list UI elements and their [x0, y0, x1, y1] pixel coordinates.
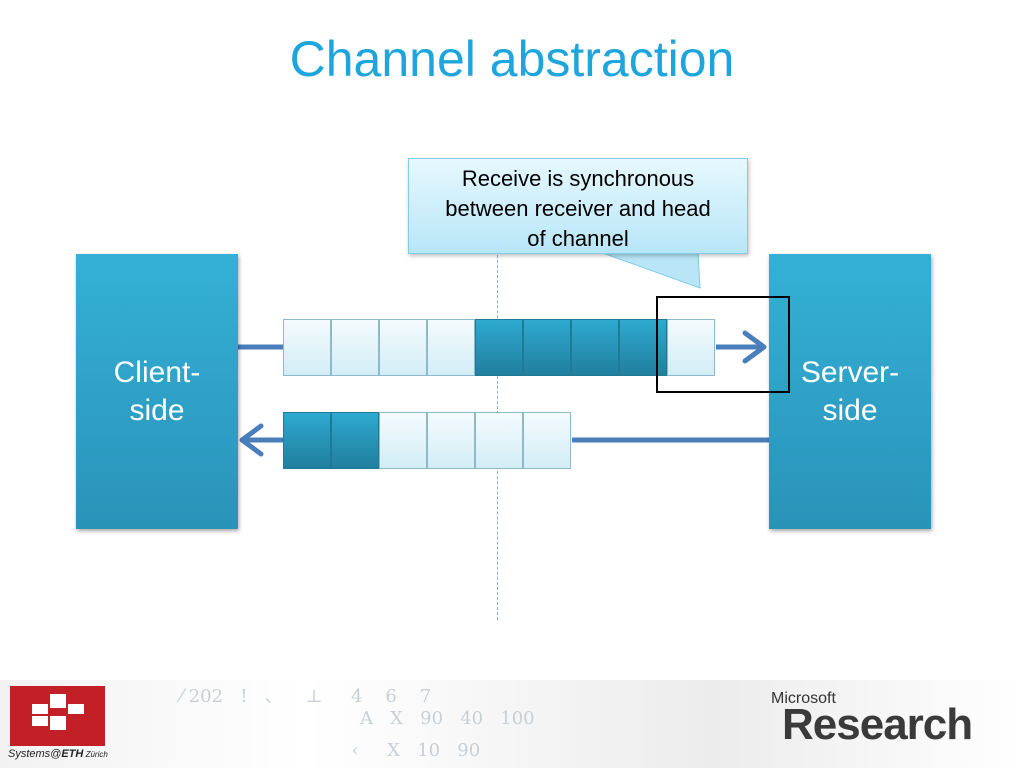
queue-to-server [283, 319, 715, 376]
eth-label-suffix: Zürich [83, 750, 108, 759]
callout-line3: of channel [527, 226, 629, 251]
microsoft-label: Microsoft [771, 690, 836, 707]
queue-to-client-slot-empty [379, 412, 427, 469]
top-arrowhead [742, 330, 767, 364]
queue-to-client-slot-full [283, 412, 331, 469]
queue-to-server-slot-empty [331, 319, 379, 376]
footer-scribble-graphic-2: A X 90 40 100 [360, 708, 535, 729]
bottom-arrowhead [239, 423, 264, 457]
slide-title: Channel abstraction [289, 31, 735, 87]
footer-scribble-graphic-3: ‹ X 10 90 [340, 740, 481, 761]
queue-to-server-slot-empty [427, 319, 475, 376]
footer-banner: ⁄ 202 ! 、 ⊥ 4 6 7 A X 90 40 100 ‹ X 10 9… [0, 680, 1024, 768]
client-label-line1: Client- [113, 356, 201, 389]
queue-to-server-slot-empty [379, 319, 427, 376]
callout-note: Receive is synchronous between receiver … [408, 158, 748, 254]
queue-to-client [283, 412, 571, 469]
queue-to-server-slot-empty [283, 319, 331, 376]
eth-label: Systems@ETH Zürich [8, 748, 108, 760]
callout-line2: between receiver and head [445, 196, 711, 221]
queue-to-client-slot-empty [427, 412, 475, 469]
queue-to-client-slot-full [331, 412, 379, 469]
eth-logo [10, 686, 105, 746]
footer-scribble-graphic: ⁄ 202 ! 、 ⊥ 4 6 7 [180, 686, 432, 707]
queue-to-client-slot-empty [475, 412, 523, 469]
research-label: Research [782, 700, 973, 749]
channel-head-highlight [656, 296, 790, 393]
server-label-line1: Server- [800, 356, 900, 389]
queue-to-server-slot-empty [667, 319, 715, 376]
client-label-line2: side [129, 394, 185, 427]
queue-to-server-slot-full [475, 319, 523, 376]
server-side-box: Server- side [769, 254, 931, 529]
queue-to-client-slot-empty [523, 412, 571, 469]
server-label-line2: side [822, 394, 878, 427]
eth-label-bold: ETH [61, 748, 84, 760]
queue-to-server-slot-full [619, 319, 667, 376]
client-side-box: Client- side [76, 254, 238, 529]
queue-to-server-slot-full [523, 319, 571, 376]
callout-line1: Receive is synchronous [461, 166, 695, 191]
eth-label-prefix: Systems@ [8, 748, 62, 760]
queue-to-server-slot-full [571, 319, 619, 376]
